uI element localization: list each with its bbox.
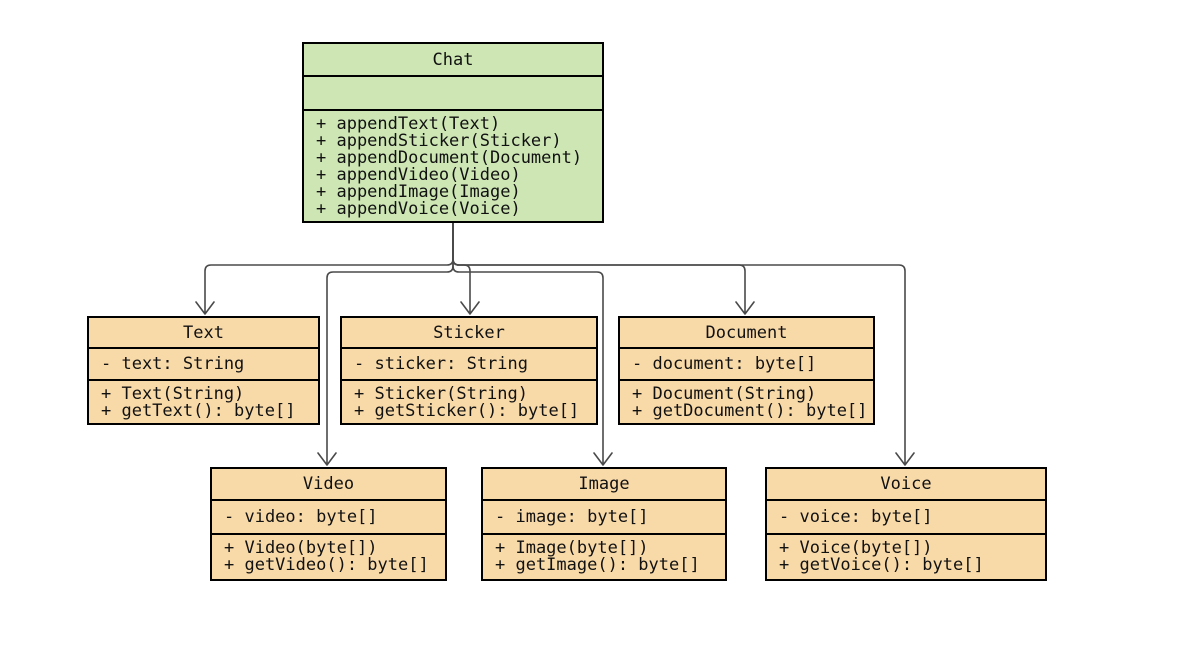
method-line: + appendImage(Image) (316, 182, 521, 202)
attribute-line: - image: byte[] (495, 506, 649, 527)
method-line: + Text(String) (101, 384, 245, 404)
class-title: Sticker (433, 322, 505, 343)
method-line: + getDocument(): byte[] (632, 401, 868, 421)
class-title: Chat (432, 49, 474, 70)
attribute-line: - document: byte[] (632, 353, 817, 374)
class-methods: + Voice(byte[]) + getVoice(): byte[] (767, 533, 1045, 579)
attribute-line: - text: String (101, 353, 245, 374)
method-line: + appendVideo(Video) (316, 165, 521, 185)
class-box-voice[interactable]: Voice - voice: byte[] + Voice(byte[]) + … (765, 467, 1047, 581)
attribute-line: - video: byte[] (224, 506, 378, 527)
method-line: + Image(byte[]) (495, 538, 649, 558)
class-title: Voice (880, 474, 932, 494)
class-title: Image (578, 474, 630, 494)
class-methods: + Document(String) + getDocument(): byte… (620, 379, 873, 423)
method-line: + Video(byte[]) (224, 538, 378, 558)
method-line: + appendText(Text) (316, 114, 501, 134)
class-attributes: - text: String (89, 347, 318, 379)
edge-chat-to-sticker[interactable] (452, 222, 480, 315)
method-line: + appendVoice(Voice) (316, 199, 521, 219)
method-line: + getVoice(): byte[] (779, 555, 984, 575)
attribute-line: - voice: byte[] (779, 506, 933, 527)
method-line: + appendSticker(Sticker) (316, 131, 562, 151)
class-box-sticker[interactable]: Sticker - sticker: String + Sticker(Stri… (340, 316, 598, 425)
class-box-text[interactable]: Text - text: String + Text(String) + get… (87, 316, 320, 425)
method-line: + getImage(): byte[] (495, 555, 700, 575)
class-title: Text (183, 322, 224, 343)
class-methods: + Image(byte[]) + getImage(): byte[] (483, 533, 725, 579)
class-attributes: - image: byte[] (483, 499, 725, 533)
class-attributes: - voice: byte[] (767, 499, 1045, 533)
class-methods: + appendText(Text) + appendSticker(Stick… (304, 109, 602, 221)
class-attributes (304, 75, 602, 109)
method-line: + getSticker(): byte[] (354, 401, 580, 421)
class-box-image[interactable]: Image - image: byte[] + Image(byte[]) + … (481, 467, 727, 581)
method-line: + appendDocument(Document) (316, 148, 583, 168)
class-box-document[interactable]: Document - document: byte[] + Document(S… (618, 316, 875, 425)
edge-chat-to-image[interactable] (452, 222, 613, 466)
edge-chat-to-text[interactable] (195, 222, 454, 315)
class-methods: + Video(byte[]) + getVideo(): byte[] (212, 533, 445, 579)
attribute-line: - sticker: String (354, 353, 528, 374)
class-title: Document (705, 322, 788, 343)
class-attributes: - video: byte[] (212, 499, 445, 533)
method-line: + Document(String) (632, 384, 817, 404)
class-methods: + Sticker(String) + getSticker(): byte[] (342, 379, 596, 423)
class-attributes: - document: byte[] (620, 347, 873, 379)
class-attributes: - sticker: String (342, 347, 596, 379)
method-line: + getText(): byte[] (101, 401, 296, 421)
method-line: + Voice(byte[]) (779, 538, 933, 558)
class-title: Video (302, 474, 355, 494)
method-line: + Sticker(String) (354, 384, 528, 404)
class-box-chat[interactable]: Chat + appendText(Text) + appendSticker(… (302, 42, 604, 223)
method-line: + getVideo(): byte[] (224, 555, 429, 575)
class-box-video[interactable]: Video - video: byte[] + Video(byte[]) + … (210, 467, 447, 581)
class-methods: + Text(String) + getText(): byte[] (89, 379, 318, 423)
